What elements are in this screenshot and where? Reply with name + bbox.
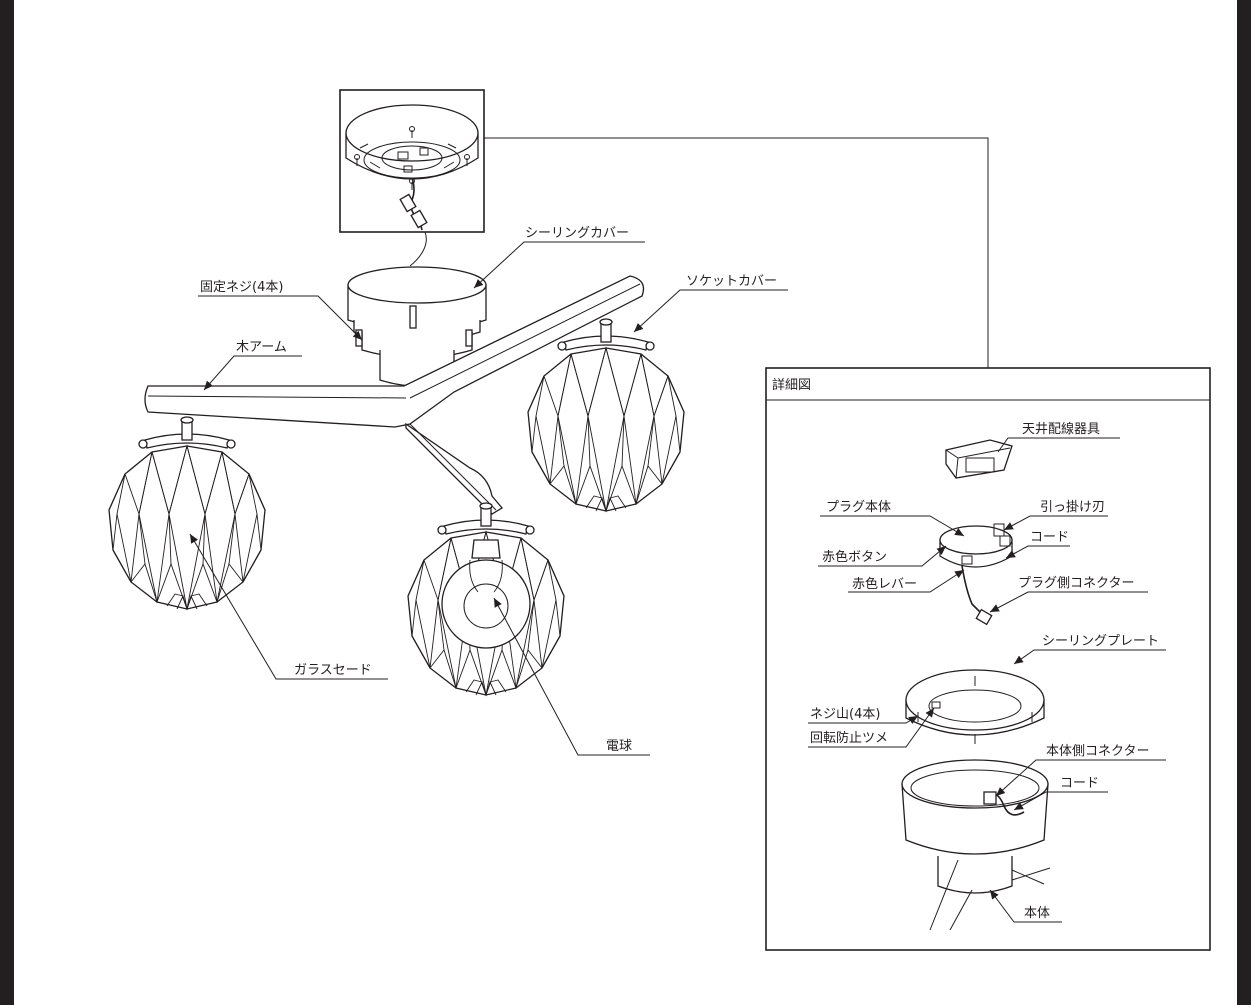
label-fixing-screws: 固定ネジ(4本) [200,280,284,295]
ceiling-plate-inset [345,104,479,231]
label-ceiling-fixture: 天井配線器具 [1022,422,1101,437]
label-body: 本体 [1024,906,1051,921]
ceiling-fixture [945,439,1013,479]
label-hook-blade: 引っ掛け刃 [1040,500,1106,515]
inset-box [339,89,485,233]
detail-title: 詳細図 [772,378,812,393]
label-red-button: 赤色ボタン [822,550,888,565]
label-screw-mount: ネジ山(4本) [810,707,881,722]
label-red-lever: 赤色レバー [852,577,918,592]
label-bulb: 電球 [606,739,633,754]
wood-arm [144,275,645,515]
glass-shade-right [527,318,685,512]
body-canopy [901,759,1051,931]
label-socket-cover: ソケットカバー [686,274,778,289]
label-ceiling-plate: シーリングプレート [1042,634,1160,649]
label-glass-shade: ガラスセード [294,663,372,678]
label-cord-upper: コード [1030,530,1070,545]
label-ceiling-cover: シーリングカバー [525,226,630,241]
glass-shade-center [407,502,565,696]
plug-body [939,523,1013,626]
label-anti-rotation: 回転防止ツメ [810,731,889,746]
detail-box [765,367,1211,951]
label-cord-lower: コード [1060,776,1100,791]
canopy [347,266,487,387]
label-plug-body: プラグ本体 [826,500,892,515]
label-plug-connector: プラグ側コネクター [1018,576,1135,591]
ceiling-plate-detail [905,669,1045,744]
label-body-connector: 本体側コネクター [1046,744,1150,759]
label-wood-arm: 木アーム [236,340,287,355]
glass-shade-left [108,416,266,610]
